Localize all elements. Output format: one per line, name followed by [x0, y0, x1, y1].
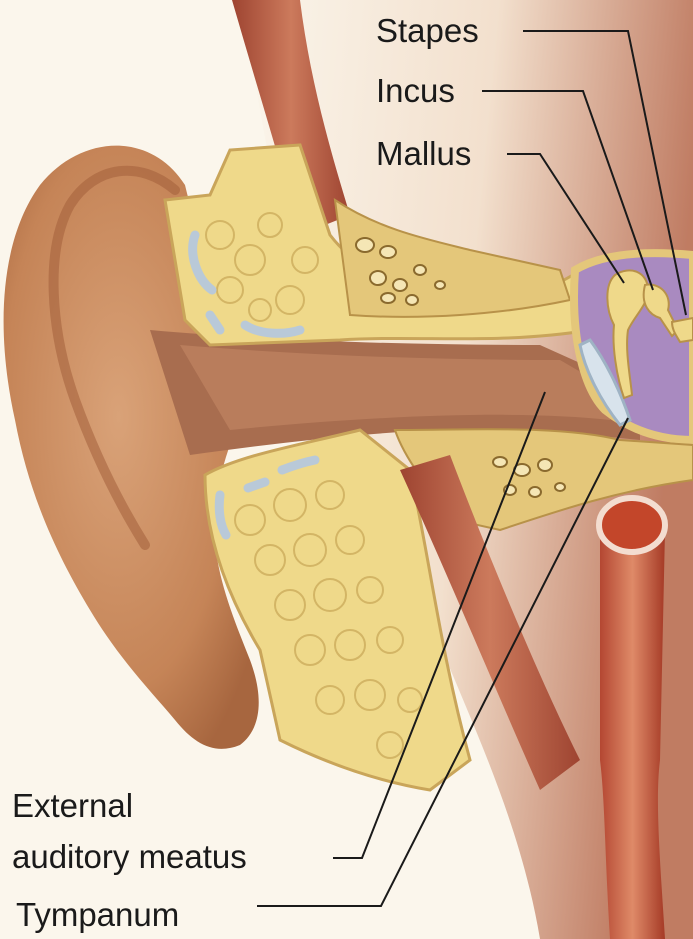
- label-external-auditory-line1: External: [12, 787, 133, 825]
- lower-cartilage-highlight-2: [248, 482, 265, 488]
- label-tympanum: Tympanum: [16, 896, 179, 934]
- label-mallus: Mallus: [376, 135, 471, 173]
- label-stapes: Stapes: [376, 12, 479, 50]
- label-incus: Incus: [376, 72, 455, 110]
- carotid-vessel-lumen: [599, 498, 665, 552]
- carotid-vessel: [600, 530, 665, 939]
- label-external-auditory-line2: auditory meatus: [12, 838, 247, 876]
